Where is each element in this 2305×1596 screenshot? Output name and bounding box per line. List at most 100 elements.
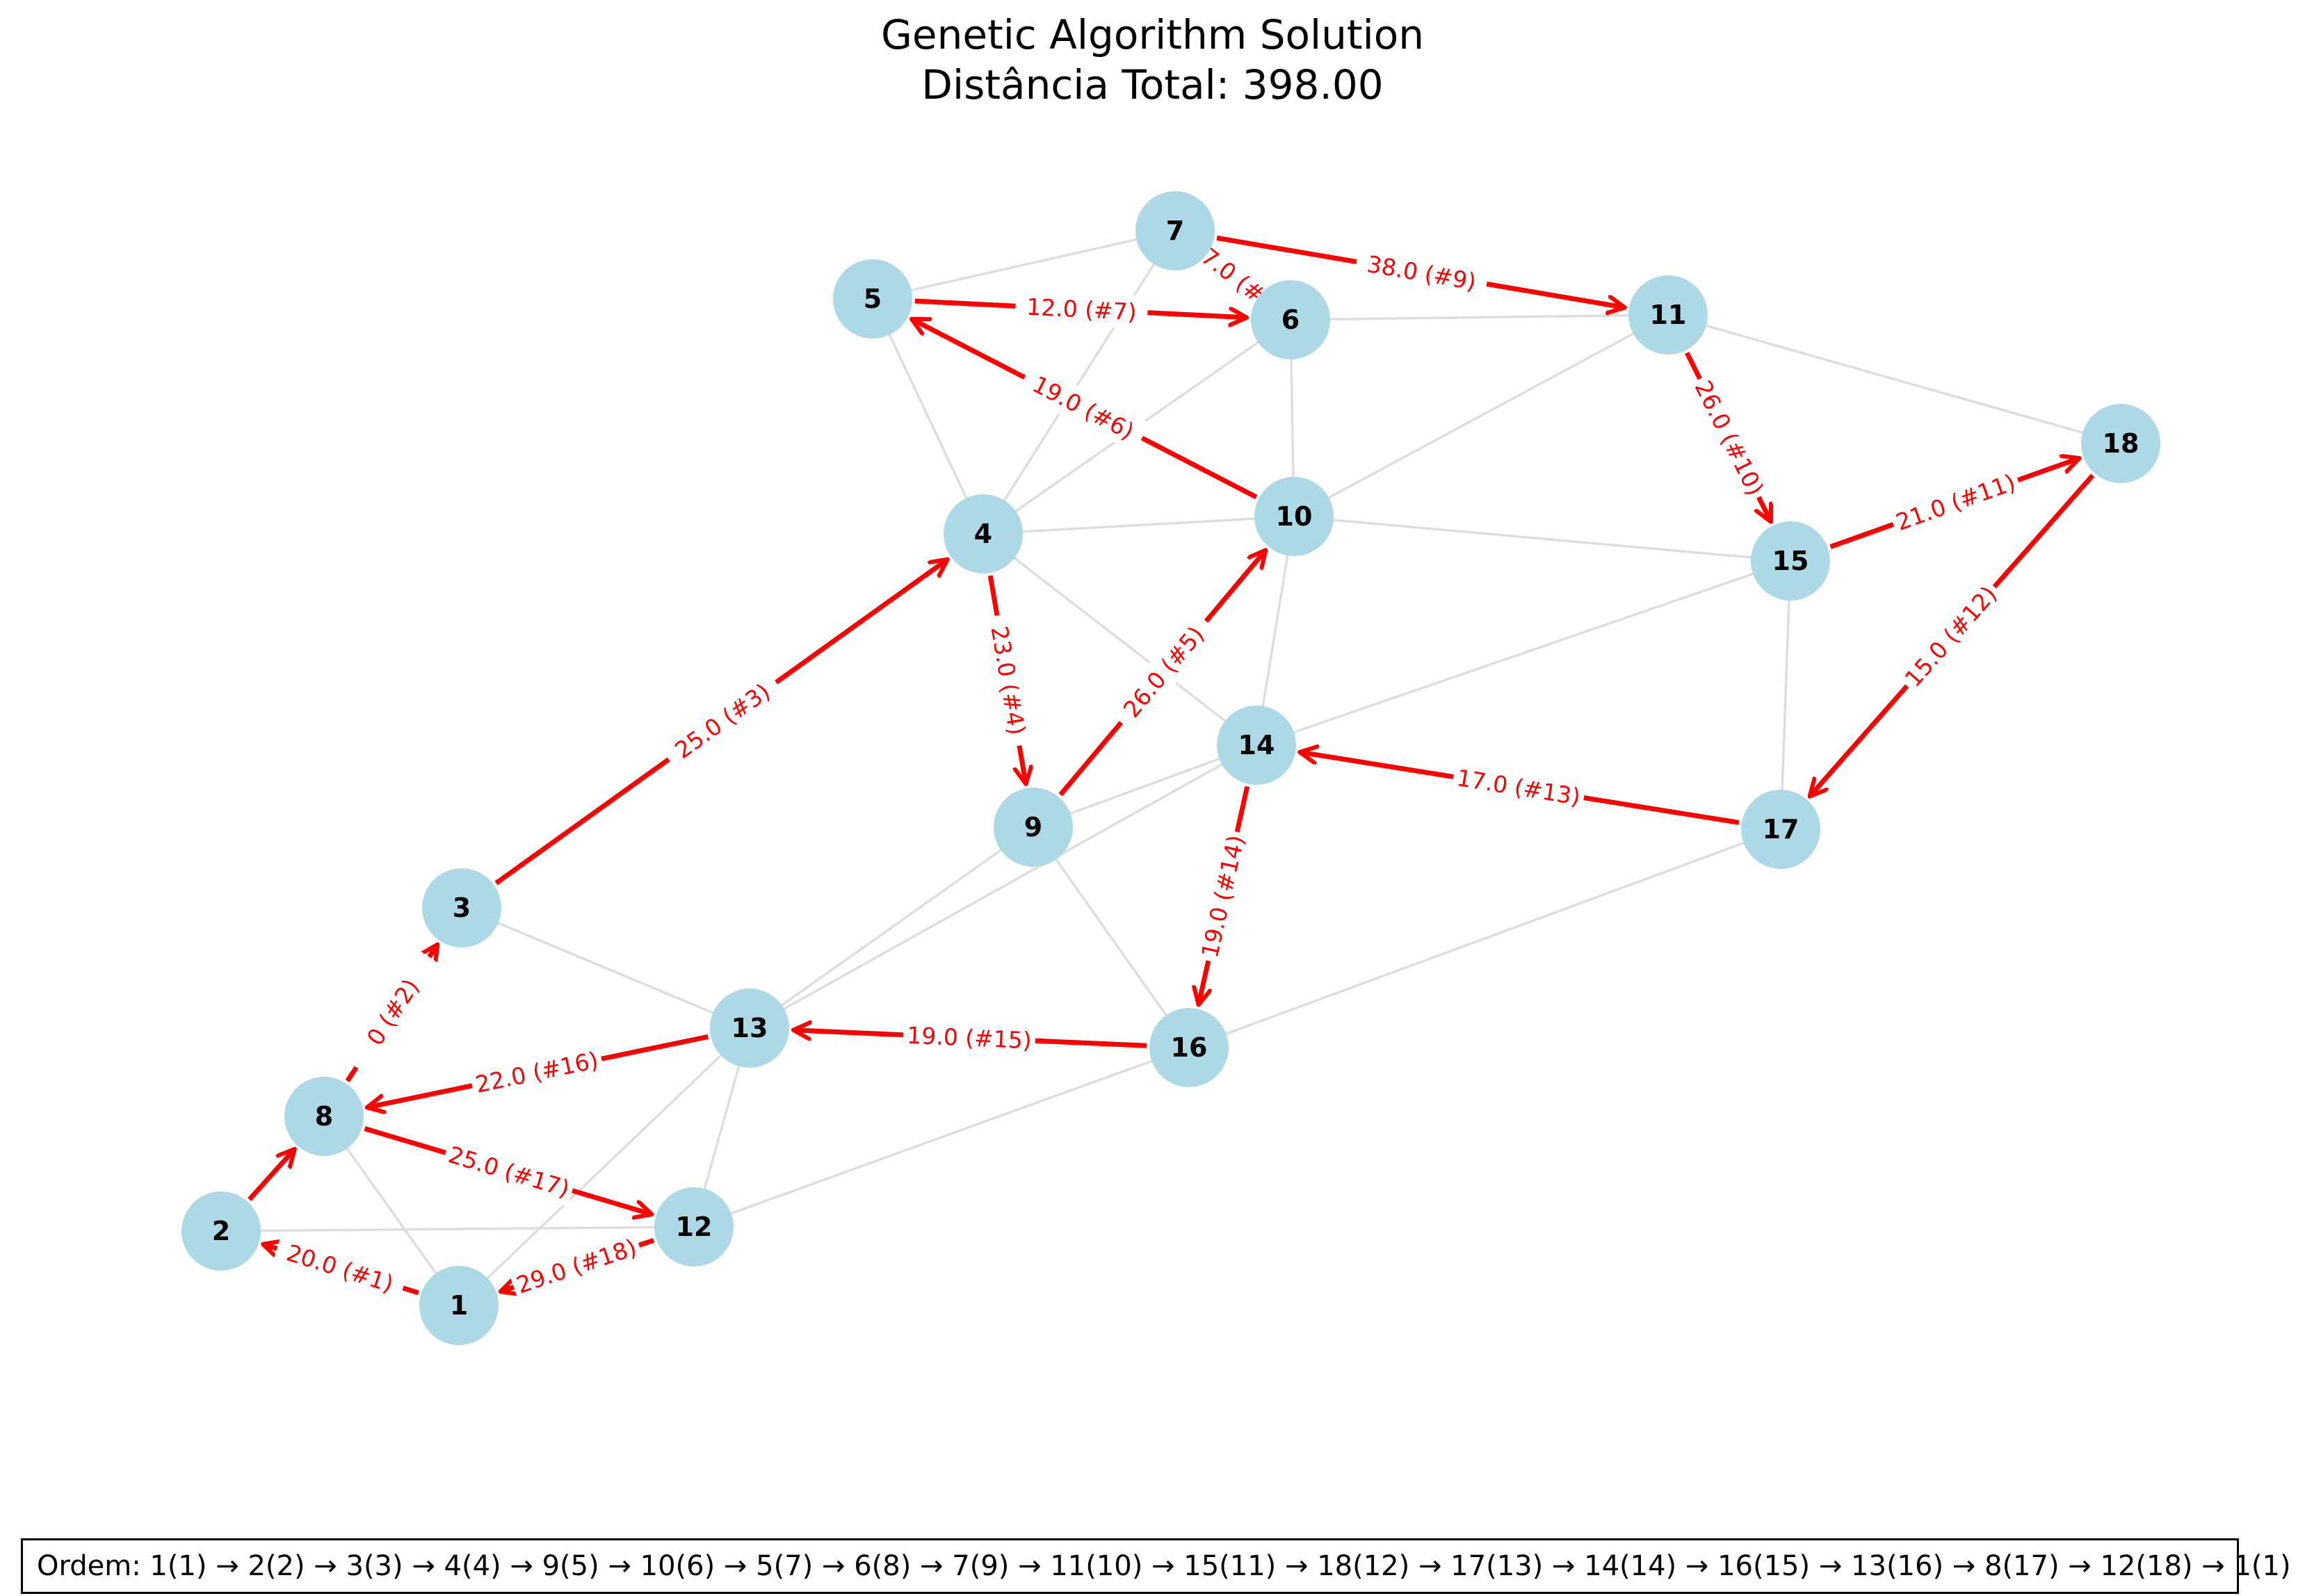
background-edge-10-15	[1293, 515, 1791, 562]
route-edge-label-18: 25.0 (#17)	[445, 1141, 572, 1203]
background-edge-9-13	[748, 826, 1035, 1029]
chart-title: Genetic Algorithm Solution Distância Tot…	[0, 10, 2305, 110]
route-edge-label-15: 19.0 (#14)	[1196, 833, 1249, 961]
node-4	[944, 494, 1023, 573]
background-edge-10-11	[1293, 314, 1669, 518]
route-label-bg	[1014, 289, 1149, 329]
route-label-group-12: 21.0 (#11)	[1887, 464, 2024, 540]
node-1	[419, 1266, 499, 1345]
route-label-bg	[1887, 464, 2024, 540]
route-label-bg	[272, 1232, 408, 1304]
route-label-group-17: 22.0 (#16)	[469, 1042, 605, 1102]
node-6	[1251, 280, 1330, 359]
route-label-bg	[1108, 610, 1219, 733]
node-7	[1135, 191, 1215, 270]
route-edge-label-8: 12.0 (#7)	[1026, 293, 1137, 326]
route-label-group-11: 26.0 (#10)	[1685, 371, 1774, 505]
background-edge-4-14	[982, 532, 1258, 747]
node-16	[1149, 1008, 1229, 1087]
route-label-bg	[1353, 245, 1490, 301]
node-label-8: 8	[315, 1101, 333, 1132]
route-label-group-18: 25.0 (#17)	[441, 1137, 577, 1207]
background-edge-4-10	[982, 515, 1295, 535]
node-3	[422, 868, 501, 947]
node-17	[1741, 790, 1820, 869]
route-label-bg	[469, 1042, 605, 1102]
route-order-text: Ordem: 1(1) → 2(2) → 3(3) → 4(4) → 9(5) …	[37, 1550, 2291, 1582]
route-edge-2-8	[248, 1149, 295, 1201]
node-9	[994, 788, 1073, 867]
route-edge-labels: 20.0 (#1)0 (#2)25.0 (#3)23.0 (#4)26.0 (#…	[272, 221, 2024, 1304]
route-edge-label-13: 15.0 (#12)	[1900, 580, 2003, 692]
background-edge-14-15	[1256, 560, 1791, 747]
node-label-17: 17	[1763, 814, 1799, 845]
node-label-18: 18	[2103, 428, 2140, 459]
node-label-13: 13	[731, 1013, 768, 1043]
route-edge-label-11: 26.0 (#10)	[1690, 376, 1770, 500]
route-edges	[248, 235, 2095, 1293]
node-label-7: 7	[1166, 215, 1184, 246]
route-label-group-14: 17.0 (#13)	[1450, 760, 1587, 815]
background-edge-9-16	[1032, 826, 1190, 1049]
route-edge-label-16: 19.0 (#15)	[907, 1022, 1033, 1054]
node-label-12: 12	[676, 1212, 713, 1242]
node-18	[2081, 404, 2160, 483]
route-edge-label-4: 25.0 (#3)	[670, 678, 775, 764]
route-label-bg	[903, 1018, 1036, 1058]
route-label-bg	[1017, 362, 1150, 453]
route-label-group-19: 29.0 (#18)	[508, 1229, 645, 1303]
node-label-14: 14	[1238, 730, 1275, 760]
background-edge-15-17	[1779, 560, 1792, 830]
node-label-3: 3	[453, 893, 471, 923]
route-label-group-4: 25.0 (#3)	[658, 669, 786, 773]
route-label-bg	[1685, 371, 1774, 505]
node-label-6: 6	[1281, 304, 1300, 335]
title-line-2: Distância Total: 398.00	[921, 61, 1384, 108]
route-label-group-13: 15.0 (#12)	[1894, 576, 2007, 697]
title-line-1: Genetic Algorithm Solution	[880, 11, 1425, 58]
background-edge-11-18	[1667, 314, 2121, 445]
node-label-10: 10	[1276, 501, 1313, 532]
route-order-box: Ordem: 1(1) → 2(2) → 3(3) → 4(4) → 9(5) …	[21, 1538, 2291, 1594]
route-label-group-5: 23.0 (#4)	[980, 612, 1036, 749]
background-edge-12-16	[693, 1046, 1190, 1228]
background-edge-4-5	[871, 298, 985, 535]
route-label-bg	[508, 1229, 645, 1303]
route-label-bg	[1192, 828, 1254, 965]
background-edge-2-12	[220, 1226, 695, 1232]
node-10	[1254, 477, 1334, 556]
node-label-1: 1	[450, 1290, 468, 1321]
node-label-5: 5	[864, 284, 882, 314]
route-label-bg	[658, 669, 786, 773]
node-5	[833, 259, 912, 339]
route-label-group-10: 38.0 (#9)	[1353, 245, 1490, 301]
node-15	[1751, 521, 1830, 601]
route-graph: 20.0 (#1)0 (#2)25.0 (#3)23.0 (#4)26.0 (#…	[181, 191, 2160, 1345]
route-label-group-15: 19.0 (#14)	[1192, 828, 1254, 965]
route-label-group-16: 19.0 (#15)	[903, 1018, 1036, 1058]
route-label-bg	[980, 612, 1036, 749]
route-label-bg	[441, 1137, 577, 1207]
background-edge-3-13	[461, 906, 750, 1029]
route-label-bg	[1450, 760, 1587, 815]
node-label-9: 9	[1024, 812, 1042, 842]
background-edge-16-17	[1188, 828, 1781, 1049]
node-label-11: 11	[1650, 300, 1687, 330]
node-13	[710, 988, 789, 1068]
node-label-2: 2	[212, 1216, 230, 1246]
route-label-group-6: 26.0 (#5)	[1108, 610, 1219, 733]
route-label-bg	[1894, 576, 2007, 697]
background-edge-13-14	[749, 744, 1257, 1029]
node-2	[181, 1191, 261, 1271]
background-edge-6-11	[1290, 314, 1669, 321]
route-edge-label-6: 26.0 (#5)	[1118, 621, 1210, 722]
route-label-bg	[342, 947, 444, 1077]
route-edge-label-1: 20.0 (#1)	[284, 1239, 397, 1298]
node-14	[1217, 706, 1296, 785]
route-label-group-8: 12.0 (#7)	[1014, 289, 1149, 329]
background-edge-1-13	[458, 1027, 751, 1307]
route-edge-label-7: 19.0 (#6)	[1028, 370, 1139, 445]
background-edge-5-7	[872, 229, 1176, 300]
node-label-4: 4	[974, 519, 992, 549]
